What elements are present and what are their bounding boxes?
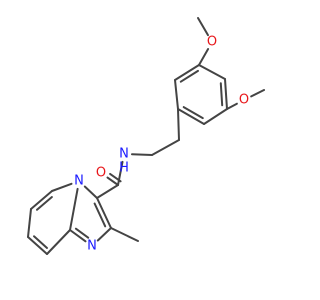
bond-b4-b5 [177, 108, 205, 125]
bond-p5-p6 [30, 190, 53, 210]
bond-b6-b1-double [179, 69, 199, 83]
bond-C3-C2-double [93, 202, 107, 228]
bond-b1-b2 [198, 64, 226, 80]
atom-label-o-methoxy-top: O [207, 35, 217, 50]
bond-p7-p8 [27, 236, 48, 255]
bond-e2-NH [131, 153, 153, 156]
bond-Me1-O1 [197, 17, 209, 37]
bond-e1-e2 [151, 139, 180, 156]
bond-b3-b4 [203, 108, 228, 125]
bond-Cc-C3 [96, 184, 119, 199]
bond-N1-C8a-double [74, 227, 90, 239]
bond-O1-b1 [198, 48, 210, 66]
bond-p5-p6-double [36, 196, 53, 211]
bond-Cc-Oc-double [109, 172, 122, 183]
bond-p6-p7 [27, 208, 32, 238]
bond-b5-b6 [174, 79, 179, 110]
bond-b5-e1 [177, 108, 180, 141]
atom-label-o-methoxy-right: O [239, 93, 249, 108]
atom-label-n-bridge: N [74, 174, 84, 189]
bond-C8a-N4 [69, 187, 79, 231]
bond-layer [27, 17, 265, 255]
atom-label-n-imidazole: N [87, 239, 97, 254]
bond-b2-b3-double [219, 82, 224, 107]
atom-label-h-amide: H [119, 161, 129, 176]
bond-C2-N1 [96, 227, 112, 242]
bond-O2-b3 [226, 102, 238, 110]
bond-N1-C8a [69, 229, 87, 243]
bond-C2-Me3 [110, 227, 139, 242]
bond-Cc-Oc [106, 176, 119, 186]
bond-b2-b3 [224, 78, 228, 110]
bond-C3-N4 [83, 185, 98, 199]
bond-b4-b5-double [182, 106, 204, 120]
bond-N4-p5 [51, 182, 73, 192]
bond-p8-C8a [46, 229, 71, 255]
bond-p7-p8-double [33, 235, 48, 249]
bond-b6-b1 [174, 64, 200, 81]
bond-Me2-O2 [250, 89, 265, 98]
atom-label-n-amide: N [119, 147, 129, 162]
atom-label-o-carbonyl: O [96, 166, 106, 181]
bond-C3-C2 [96, 197, 112, 229]
